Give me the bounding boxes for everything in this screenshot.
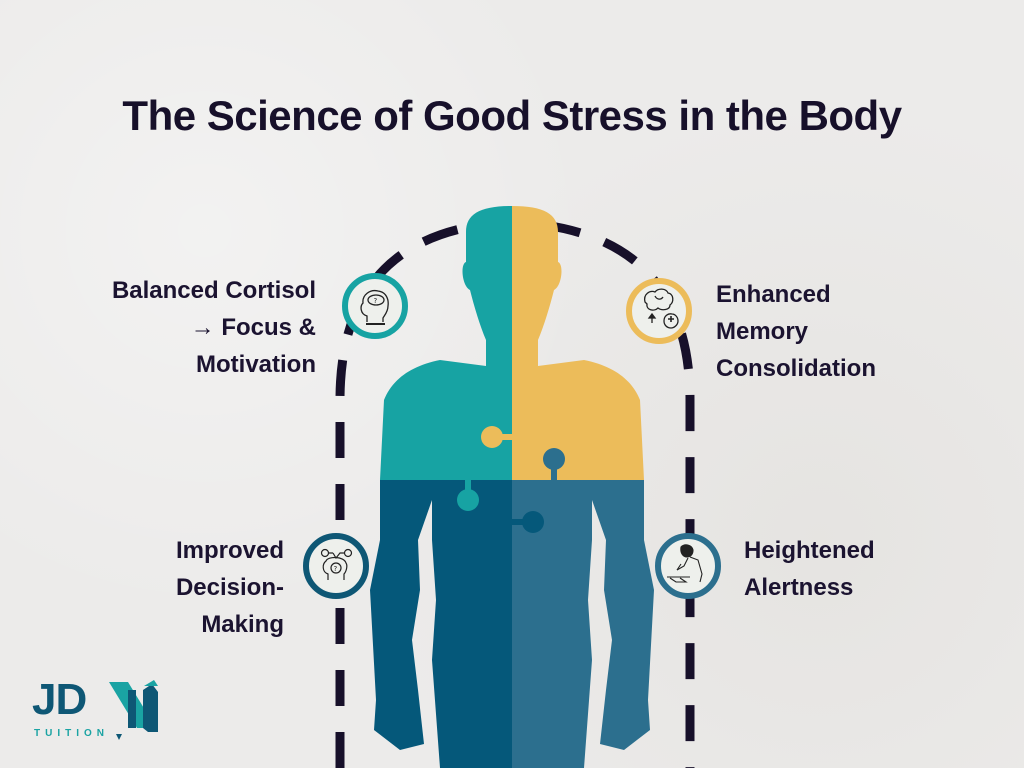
brain-shield-icon	[644, 288, 679, 329]
head-choice-icon: ?	[320, 548, 353, 580]
puzzle-knobs	[457, 426, 565, 533]
cortisol-icon-badge: ?	[342, 273, 408, 339]
decision-icon-badge: ?	[303, 533, 369, 599]
benefit-label-memory: Enhanced Memory Consolidation	[716, 281, 876, 382]
person-writing-icon	[667, 544, 703, 583]
jdn-tuition-logo: JD TUITION	[30, 676, 170, 746]
memory-icon-badge	[626, 278, 692, 344]
benefit-label-decision: Improved Decision- Making	[175, 537, 284, 638]
svg-text:?: ?	[334, 565, 338, 573]
alertness-icon-badge	[655, 533, 721, 599]
benefit-label-cortisol: Balanced Cortisol → Focus & Motivation	[111, 277, 316, 378]
benefit-label-alertness: Heightened Alertness	[744, 537, 875, 601]
logo-subtitle: TUITION	[34, 728, 109, 739]
logo-mark	[109, 680, 158, 740]
svg-text:?: ?	[374, 297, 378, 305]
logo-letters: JD	[32, 675, 87, 724]
page-title: The Science of Good Stress in the Body	[122, 92, 902, 139]
head-question-brain-icon: ?	[360, 289, 389, 325]
